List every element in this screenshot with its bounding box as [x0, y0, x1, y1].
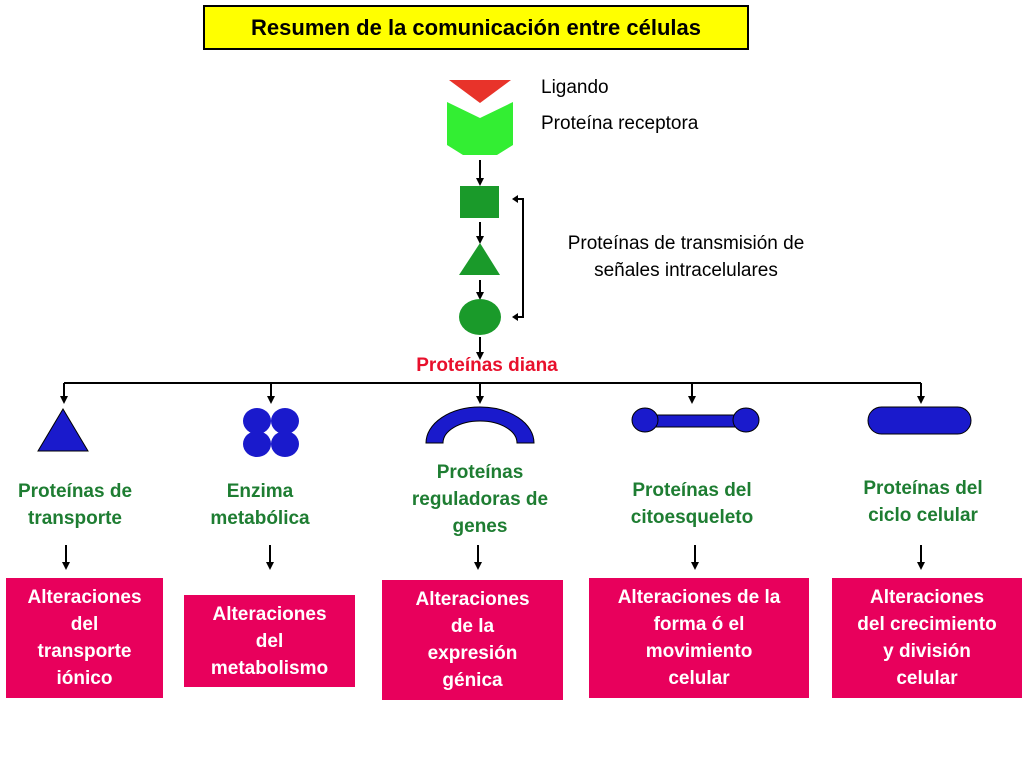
relay-square-shape: [460, 186, 499, 218]
gene-regulatory-protein-shape: [425, 406, 535, 444]
target-label-line: Enzima: [226, 481, 294, 502]
target-label-line: metabólica: [210, 508, 310, 529]
effect-line: y división: [883, 641, 971, 662]
effect-line: forma ó el: [653, 614, 745, 635]
target-label-enzyme: Enzima metabólica: [185, 478, 335, 532]
effect-line: Alteraciones: [415, 589, 530, 610]
target-label-transport: Proteínas de transporte: [0, 478, 150, 532]
relay-bracket: [514, 198, 524, 318]
effect-line: expresión: [427, 643, 518, 664]
relay-triangle-shape: [459, 243, 500, 275]
effect-line: celular: [668, 668, 730, 689]
bracket-arrowhead-bottom: [512, 313, 518, 321]
effect-line: movimiento: [645, 641, 753, 662]
target-label-gene-regulatory: Proteínas reguladoras de genes: [385, 459, 575, 540]
target-label-line: genes: [452, 516, 508, 537]
effect-box-gene-expression: Alteraciones de la expresión génica: [382, 580, 563, 700]
page-title: Resumen de la comunicación entre células: [203, 5, 749, 50]
effect-line: génica: [442, 670, 503, 691]
effect-line: Alteraciones: [212, 603, 327, 625]
relay-proteins-label: Proteínas de transmisión de señales intr…: [528, 230, 844, 284]
bracket-arrowhead-top: [512, 195, 518, 203]
target-label-line: Proteínas: [436, 462, 524, 483]
target-label-line: Proteínas del: [632, 480, 752, 501]
receptor-shape: [447, 102, 513, 155]
effect-line: celular: [896, 668, 958, 689]
target-label-line: reguladoras de: [411, 489, 549, 510]
target-label-line: transporte: [28, 508, 122, 529]
effect-line: del: [255, 630, 284, 652]
effect-line: del crecimiento: [857, 614, 997, 635]
targets-heading: Proteínas diana: [416, 355, 558, 376]
effect-box-cytoskeleton: Alteraciones de la forma ó el movimiento…: [589, 578, 809, 698]
effect-line: Alteraciones de la: [617, 587, 781, 608]
target-label-cytoskeleton: Proteínas del citoesqueleto: [612, 477, 772, 531]
cell-cycle-protein-shape: [867, 406, 972, 435]
effect-line: del: [70, 614, 99, 635]
ligand-shape: [449, 80, 511, 103]
effect-line: transporte: [37, 641, 132, 662]
relay-line-1: Proteínas de transmisión de: [567, 233, 805, 254]
relay-circle-shape: [459, 299, 501, 335]
effect-line: Alteraciones: [27, 587, 142, 608]
target-label-cell-cycle: Proteínas del ciclo celular: [843, 475, 1003, 529]
target-label-line: ciclo celular: [868, 505, 978, 526]
target-label-line: citoesqueleto: [630, 507, 754, 528]
enzyme-shape: [243, 408, 299, 457]
target-label-line: Proteínas del: [863, 478, 983, 499]
relay-line-2: señales intracelulares: [594, 260, 778, 281]
effect-line: iónico: [56, 668, 113, 689]
cytoskeleton-protein-shape: [631, 407, 760, 433]
effect-line: Alteraciones: [869, 587, 985, 608]
effect-line: de la: [450, 616, 495, 637]
target-label-line: Proteínas de: [17, 481, 133, 502]
effect-box-metabolism: Alteraciones del metabolismo: [184, 595, 355, 687]
ligand-label: Ligando: [541, 77, 609, 98]
effect-box-cell-cycle: Alteraciones del crecimiento y división …: [832, 578, 1022, 698]
effect-line: metabolismo: [210, 657, 329, 679]
transport-protein-shape: [37, 408, 89, 452]
effect-box-transport: Alteraciones del transporte iónico: [6, 578, 163, 698]
receptor-label: Proteína receptora: [541, 113, 699, 134]
